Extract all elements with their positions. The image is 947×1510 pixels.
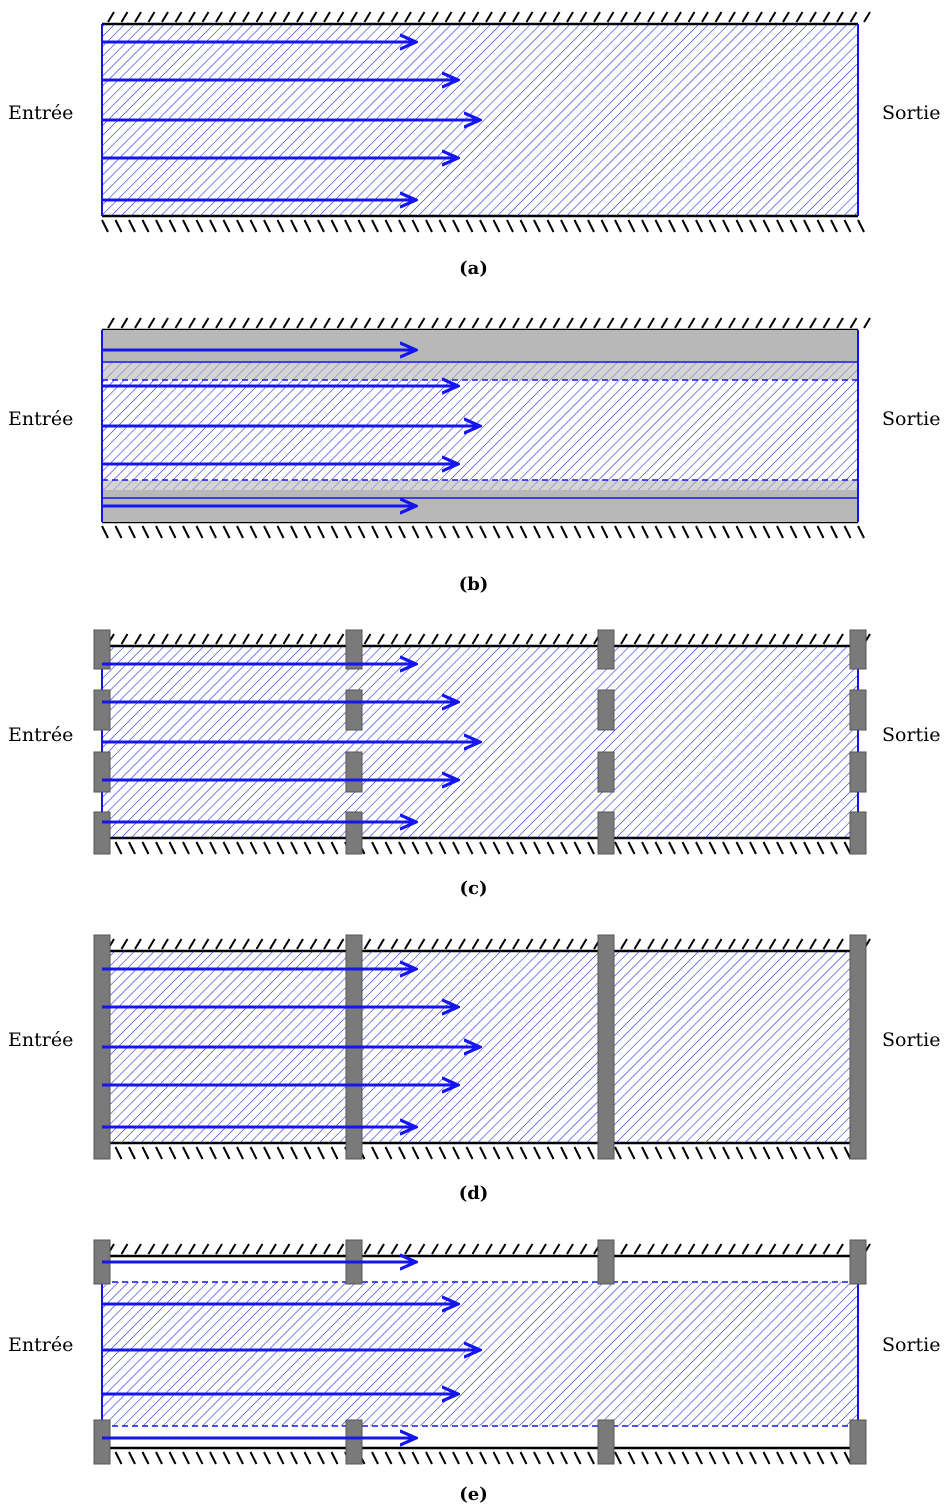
obstacle-post: [345, 629, 363, 670]
obstacle-post: [597, 1419, 615, 1465]
panel-c: Entrée Sortie (c): [0, 622, 947, 899]
panel-e: Entrée Sortie (e): [0, 1232, 947, 1505]
obstacle-post: [597, 1239, 615, 1285]
bottom-wall: [101, 525, 865, 539]
outlet-label: Sortie: [882, 102, 941, 124]
obstacle-post: [93, 1419, 111, 1465]
outlet-label: Sortie: [882, 1334, 941, 1356]
top-wall: [107, 938, 871, 950]
obstacle-post: [597, 751, 615, 793]
obstacle-post: [849, 1419, 867, 1465]
obstacle-post: [93, 811, 111, 855]
panel-a: Entrée Sortie (a): [0, 0, 947, 279]
obstacle-post: [93, 751, 111, 793]
obstacle-post: [597, 811, 615, 855]
caption-c: (c): [459, 878, 488, 899]
top-wall: [107, 1243, 871, 1255]
channel-diagram-a: [101, 11, 871, 233]
bottom-wall: [101, 1146, 865, 1160]
panel-d: Entrée Sortie (d): [0, 927, 947, 1204]
caption-d: (d): [458, 1183, 489, 1204]
bottom-wall: [101, 219, 865, 233]
caption-e: (e): [459, 1484, 488, 1505]
caption-a: (a): [459, 258, 488, 279]
obstacle-post: [849, 811, 867, 855]
obstacle-post: [849, 934, 867, 1160]
interface-top: [102, 362, 858, 380]
obstacle-post: [93, 629, 111, 670]
channel-diagram-d: [93, 934, 871, 1160]
top-wall: [107, 633, 871, 645]
outlet-label: Sortie: [882, 408, 941, 430]
obstacle-post: [597, 689, 615, 731]
obstacle-post: [849, 1239, 867, 1285]
obstacle-post: [597, 629, 615, 670]
obstacle-post: [93, 689, 111, 731]
obstacle-post: [345, 689, 363, 731]
outlet-label: Sortie: [882, 1029, 941, 1051]
obstacle-post: [345, 811, 363, 855]
obstacle-post: [597, 934, 615, 1160]
obstacle-post: [849, 751, 867, 793]
caption-b: (b): [458, 574, 489, 595]
panel-b: Entrée Sortie (b): [0, 306, 947, 595]
inlet-label: Entrée: [8, 102, 74, 124]
obstacle-post: [345, 751, 363, 793]
top-wall: [107, 11, 871, 23]
inlet-label: Entrée: [8, 408, 74, 430]
channel-diagram-e: [93, 1239, 871, 1465]
obstacle-post: [345, 1419, 363, 1465]
channel-diagram-c: [93, 629, 871, 855]
obstacle-post: [849, 629, 867, 670]
top-wall: [107, 317, 871, 329]
interface-bottom: [102, 480, 858, 498]
outlet-label: Sortie: [882, 724, 941, 746]
inlet-label: Entrée: [8, 1334, 74, 1356]
inlet-label: Entrée: [8, 724, 74, 746]
inlet-label: Entrée: [8, 1029, 74, 1051]
obstacle-post: [849, 689, 867, 731]
bottom-wall: [101, 1451, 865, 1465]
bottom-wall: [101, 841, 865, 855]
channel-diagram-b: [101, 317, 871, 539]
